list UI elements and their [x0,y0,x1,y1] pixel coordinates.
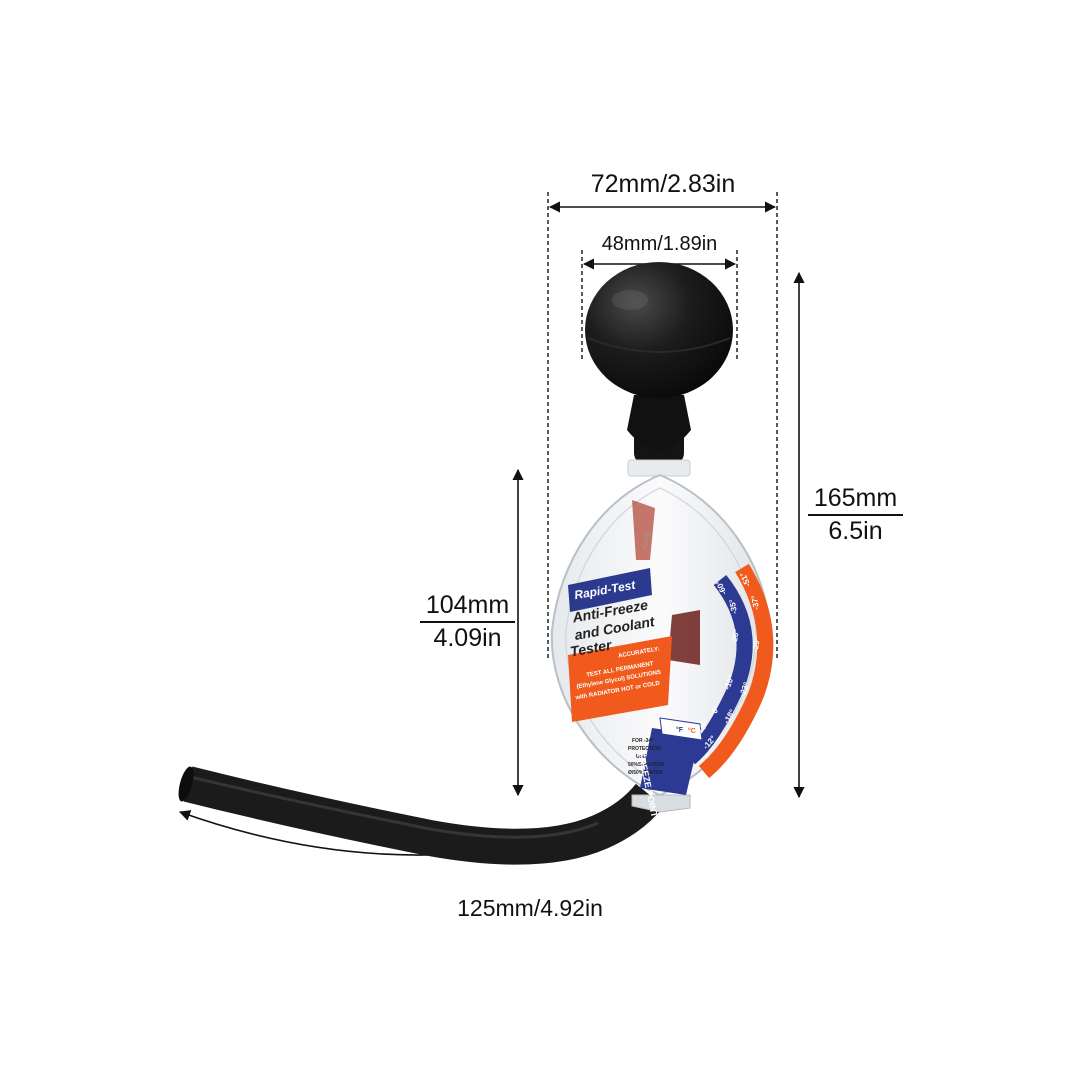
celsius-scale-band [698,563,774,779]
bulb-width-label: 48mm/1.89in [601,233,718,255]
protection-line-4: 50%SOLUTION [628,762,664,768]
hose-length-label: 125mm/4.92in [457,895,603,921]
dimension-guides [547,192,778,660]
protection-line-1: FOR -34° [632,738,654,744]
rapid-test-badge [568,568,652,612]
protection-line-5: Ø/50% WATER [628,770,663,776]
freeze-scale [684,563,774,779]
overall-width-label: 72mm/2.83in [590,170,736,198]
unit-f-text: °F [676,727,684,734]
rubber-bulb [585,262,733,477]
freeze-point-plate [640,717,703,795]
body-height-label: 104mm 4.09in [420,590,515,653]
orange-label [568,636,672,722]
body-height-in: 4.09in [433,624,502,652]
product-label [568,568,672,722]
total-height-mm: 165mm [808,483,903,516]
body-height-mm: 104mm [420,590,515,623]
total-height-label: 165mm 6.5in [808,483,903,546]
protection-line-3: USE [636,754,647,760]
total-height-in: 6.5in [828,517,883,545]
protection-line-2: PROTECTION [628,746,661,752]
unit-c-text: °C [688,728,696,735]
fahrenheit-scale-band [684,575,753,765]
float-pointer [632,500,655,560]
hose [178,766,665,865]
float-indicator [668,610,700,665]
